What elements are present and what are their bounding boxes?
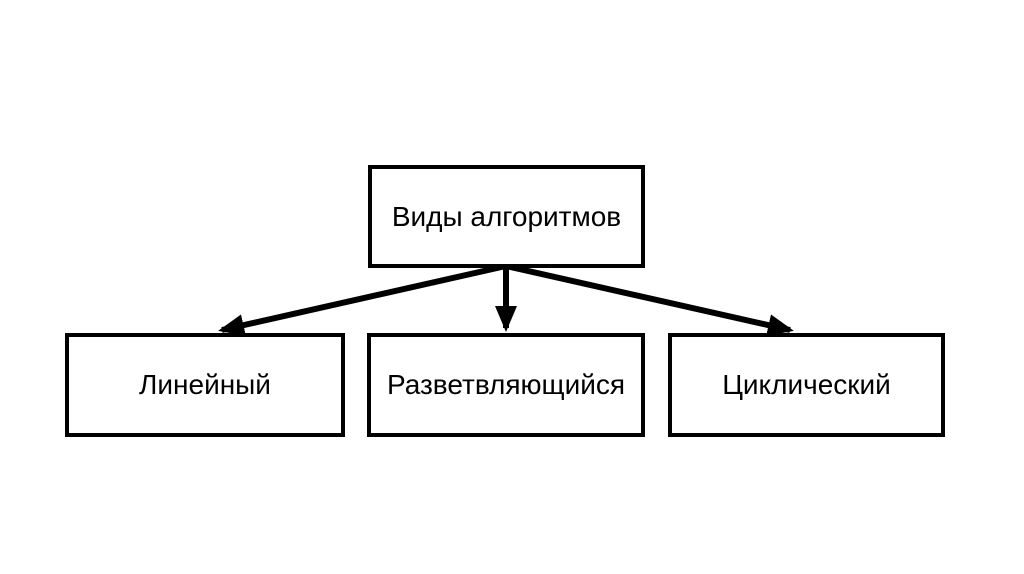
- arrow-root-to-linear: [218, 263, 507, 336]
- node-branching-label: Разветвляющийся: [386, 369, 626, 400]
- node-types-of-algorithms: Виды алгоритмов: [368, 165, 645, 268]
- node-cyclic: Циклический: [668, 333, 945, 437]
- node-branching: Разветвляющийся: [367, 333, 645, 437]
- arrow-root-to-cyclic: [505, 263, 794, 336]
- node-linear-label: Линейный: [139, 369, 271, 400]
- node-cyclic-label: Циклический: [722, 369, 891, 400]
- node-linear: Линейный: [65, 333, 345, 437]
- node-types-of-algorithms-label: Виды алгоритмов: [391, 200, 622, 232]
